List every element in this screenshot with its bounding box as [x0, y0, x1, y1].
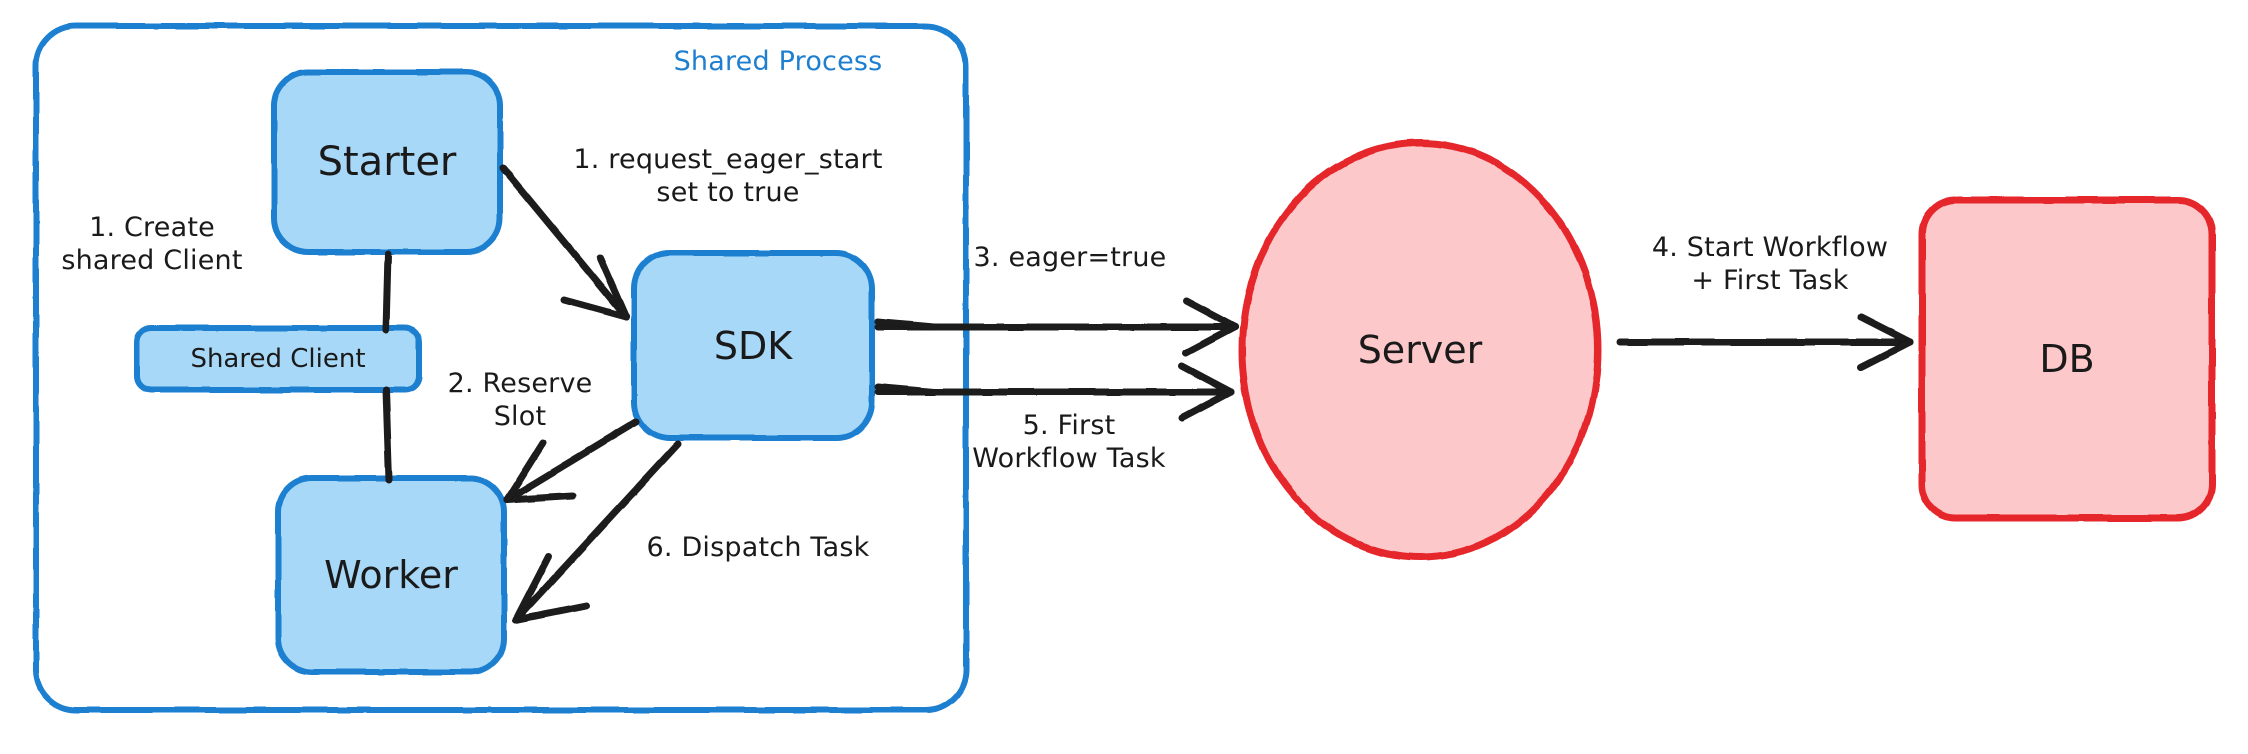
edge-reserve-slot: [503, 418, 640, 504]
shared-process-container: [33, 23, 969, 713]
node-server-shape[interactable]: [1238, 139, 1602, 561]
edge-shared-client-worker: [382, 386, 393, 484]
edge-eager-true: [874, 297, 1239, 357]
edge-label-first-workflow-task: 5. First Workflow Task: [972, 410, 1166, 474]
edge-label-dispatch-task: 6. Dispatch Task: [646, 532, 870, 563]
edge-first-workflow-task: [874, 362, 1235, 422]
node-sdk-shape[interactable]: [631, 250, 875, 441]
edge-dispatch-task: [512, 440, 682, 624]
edge-create-shared-client: [382, 250, 392, 334]
node-starter-shape[interactable]: [271, 69, 503, 255]
edge-label-request-eager-start: 1. request_eager_start set to true: [573, 144, 883, 208]
node-shared-client-shape[interactable]: [134, 325, 422, 393]
edge-request-eager-start: [499, 164, 630, 321]
node-db-shape[interactable]: [1918, 196, 2216, 522]
edge-label-create-shared-client: 1. Create shared Client: [61, 212, 243, 276]
node-worker-shape[interactable]: [275, 475, 507, 675]
edge-label-reserve-slot: 2. Reserve Slot: [447, 368, 593, 432]
edge-start-workflow: [1616, 313, 1914, 371]
edge-label-eager-true: 3. eager=true: [973, 242, 1167, 273]
edge-label-start-workflow: 4. Start Workflow + First Task: [1651, 232, 1889, 296]
shared-process-title: Shared Process: [673, 46, 883, 77]
